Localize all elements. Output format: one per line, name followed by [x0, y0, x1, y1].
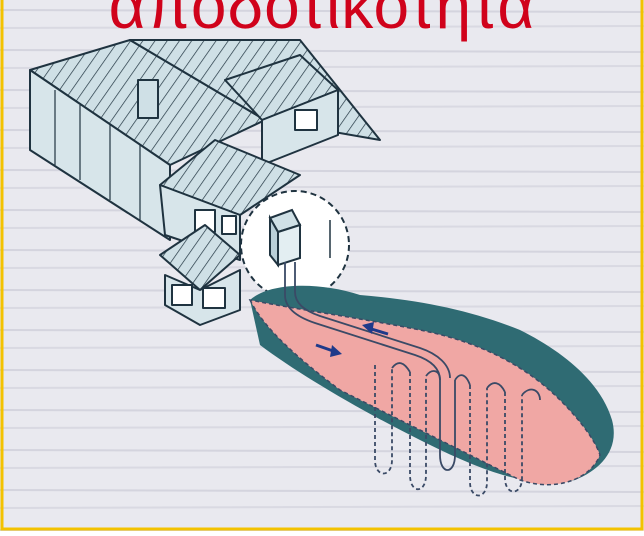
page-title: αποδοτικότητα — [0, 0, 644, 38]
